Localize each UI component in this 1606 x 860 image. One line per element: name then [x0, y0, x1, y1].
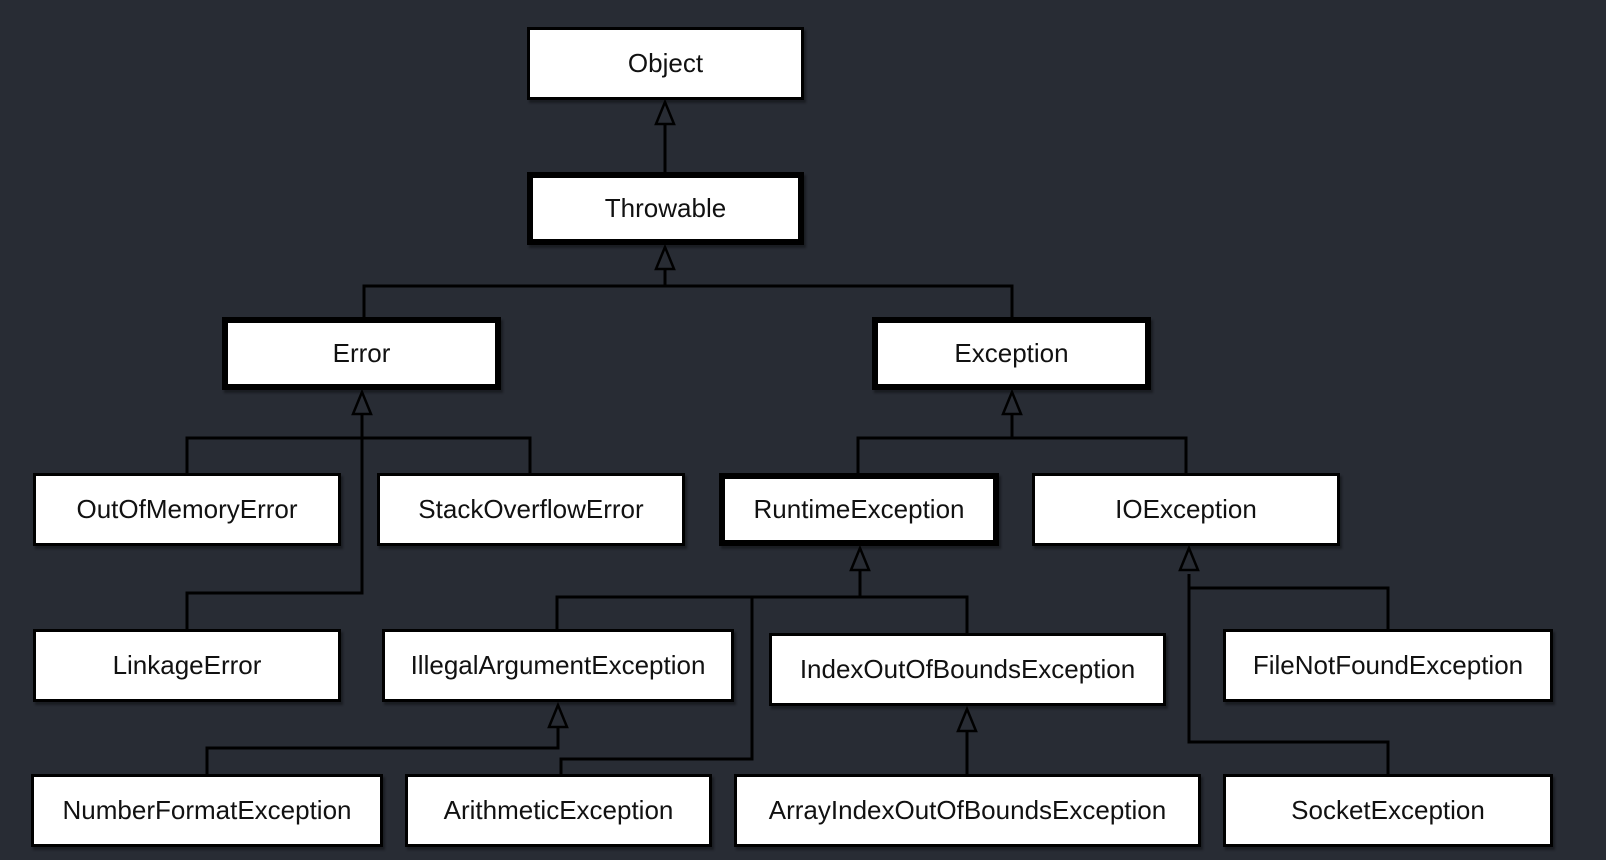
edge-iae-runtime — [555, 570, 862, 629]
node-illegal-argument-exception: IllegalArgumentException — [382, 629, 734, 702]
node-file-not-found-exception: FileNotFoundException — [1223, 629, 1553, 702]
arrowhead-iae — [547, 701, 569, 729]
edge-runtime-exception — [856, 414, 1014, 473]
edge-oome-error — [185, 414, 364, 473]
arrowhead-runtime — [849, 544, 871, 572]
edge-socket-ioexception — [1187, 588, 1390, 774]
node-arithmetic-exception: ArithmeticException — [405, 774, 712, 847]
edge-exception-throwable — [665, 284, 1014, 317]
node-socket-exception: SocketException — [1223, 774, 1553, 847]
node-linkage-error: LinkageError — [33, 629, 341, 702]
edge-nfe-iae — [205, 727, 560, 774]
edge-soe-error — [362, 436, 532, 473]
node-exception: Exception — [872, 317, 1151, 390]
node-out-of-memory-error: OutOfMemoryError — [33, 473, 341, 546]
node-number-format-exception: NumberFormatException — [31, 774, 383, 847]
edge-ioobe-runtime — [860, 595, 969, 633]
node-io-exception: IOException — [1032, 473, 1340, 546]
arrowhead-ioexception — [1178, 544, 1200, 572]
node-index-out-of-bounds-exception: IndexOutOfBoundsException — [769, 633, 1166, 706]
node-object: Object — [527, 27, 804, 100]
edge-error-throwable — [362, 269, 667, 317]
arrowhead-object — [654, 98, 676, 126]
edge-linkage-error — [185, 438, 364, 629]
edge-ioexception-exception — [1012, 436, 1188, 473]
node-runtime-exception: RuntimeException — [719, 473, 999, 546]
node-array-index-out-of-bounds-exception: ArrayIndexOutOfBoundsException — [734, 774, 1201, 847]
node-error: Error — [222, 317, 501, 390]
arrowhead-exception — [1001, 388, 1023, 416]
arrowhead-ioobe — [956, 705, 978, 733]
edge-fnfe-ioexception — [1187, 574, 1390, 629]
arrowhead-error — [351, 388, 373, 416]
edge-arith-runtime — [559, 597, 754, 774]
node-throwable: Throwable — [527, 172, 804, 245]
node-stack-overflow-error: StackOverflowError — [377, 473, 685, 546]
arrowhead-throwable — [654, 243, 676, 271]
